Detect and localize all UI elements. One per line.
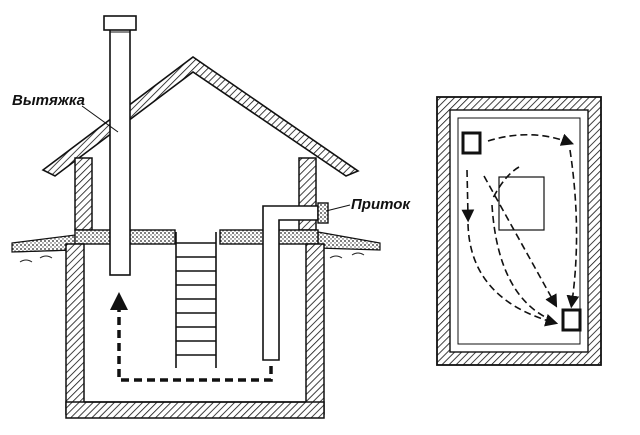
cellar-plan-view: [436, 96, 602, 366]
plan-airflow-lines: [461, 133, 580, 327]
roof: [41, 56, 360, 177]
square-vent-icon: [561, 308, 582, 332]
floor-hatch: [498, 176, 545, 231]
arrow-up-icon: [110, 292, 128, 310]
house-cross-section: [11, 15, 381, 419]
intake-pipe: [262, 202, 329, 361]
exhaust-leader-line: [81, 105, 119, 133]
exhaust-pipe: [103, 15, 137, 276]
square-vent-icon: [461, 131, 482, 155]
cellar-ladder: [175, 232, 217, 368]
exhaust-label: Вытяжка: [12, 92, 85, 109]
cellar-walls: [65, 243, 325, 419]
intake-leader-line: [325, 204, 351, 212]
airflow-path: [110, 292, 273, 382]
intake-label: Приток: [351, 196, 411, 213]
